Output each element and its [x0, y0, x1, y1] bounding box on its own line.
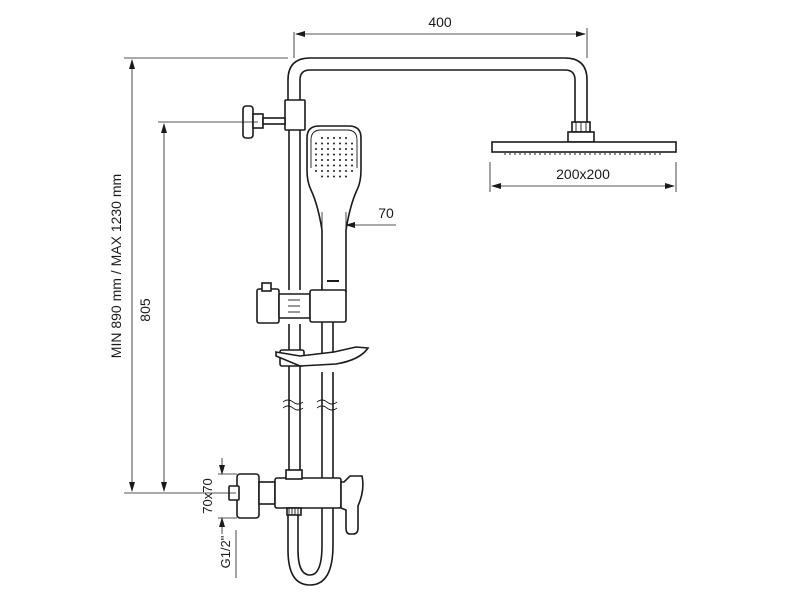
- spray-nozzle: [345, 137, 347, 139]
- spray-nozzle: [345, 153, 347, 156]
- spray-nozzle: [321, 137, 323, 139]
- arm-collar: [284, 99, 306, 131]
- shower-head: [491, 121, 677, 155]
- spray-nozzle: [339, 153, 341, 156]
- spray-nozzle: [315, 148, 317, 150]
- dim-total-height: MIN 890 mm / MAX 1230 mm: [108, 57, 288, 494]
- spray-nozzle: [333, 142, 335, 145]
- spray-nozzle: [333, 164, 335, 167]
- spray-nozzle: [321, 175, 323, 178]
- break-marks: [282, 399, 338, 411]
- dim-400-label: 400: [428, 14, 452, 30]
- spray-nozzle: [327, 137, 329, 139]
- spray-nozzle: [351, 148, 353, 150]
- spray-nozzle: [327, 153, 329, 156]
- spray-nozzle: [321, 153, 323, 156]
- dim-200x200-label: 200x200: [556, 166, 610, 182]
- shower-arm: [287, 57, 588, 122]
- spray-nozzle: [333, 175, 335, 178]
- spray-nozzle: [333, 159, 335, 161]
- dim-inlet-thread: G1/2": [218, 530, 237, 578]
- spray-nozzle: [315, 142, 317, 145]
- spray-nozzle: [339, 175, 341, 178]
- spray-nozzle: [351, 164, 353, 167]
- spray-nozzle: [315, 170, 317, 172]
- spray-nozzle: [315, 164, 317, 167]
- dim-70-label: 70: [378, 205, 394, 221]
- spray-nozzle: [333, 148, 335, 150]
- dim-70x70-label: 70x70: [200, 478, 215, 513]
- spray-nozzle: [327, 148, 329, 150]
- shower-hose: [287, 285, 334, 586]
- spray-nozzle: [345, 170, 347, 172]
- mixer-valve: [228, 469, 364, 535]
- spray-nozzle: [321, 159, 323, 161]
- dim-805-label: 805: [137, 298, 153, 322]
- hand-shower: [306, 125, 362, 293]
- spray-nozzle: [345, 175, 347, 178]
- spray-nozzle: [333, 170, 335, 172]
- spray-nozzle: [327, 170, 329, 172]
- spray-nozzle: [339, 159, 341, 161]
- spray-nozzle: [327, 142, 329, 145]
- spray-nozzle: [339, 164, 341, 167]
- spray-nozzle: [327, 164, 329, 167]
- spray-nozzle: [345, 159, 347, 161]
- spray-nozzles: [315, 137, 353, 178]
- spray-nozzle: [333, 153, 335, 156]
- dim-total-height-label: MIN 890 mm / MAX 1230 mm: [108, 174, 124, 358]
- soap-dish: [275, 346, 370, 367]
- dim-hand-shower-width: 70: [321, 205, 396, 232]
- dim-rail-height: 805: [137, 121, 258, 494]
- dim-wall-plate: 70x70: [200, 458, 237, 534]
- spray-nozzle: [351, 153, 353, 156]
- riser-pipe: [288, 130, 301, 470]
- spray-nozzle: [321, 142, 323, 145]
- spray-nozzle: [321, 148, 323, 150]
- spray-nozzle: [339, 137, 341, 139]
- dim-arm-width: 400: [293, 14, 588, 58]
- dim-g12-label: G1/2": [218, 535, 233, 568]
- spray-nozzle: [345, 148, 347, 150]
- spray-nozzle: [327, 175, 329, 178]
- spray-nozzle: [351, 142, 353, 145]
- spray-nozzle: [351, 159, 353, 161]
- spray-nozzle: [339, 170, 341, 172]
- spray-nozzle: [315, 159, 317, 161]
- spray-nozzle: [333, 137, 335, 139]
- spray-nozzle: [351, 170, 353, 172]
- spray-nozzle: [345, 142, 347, 145]
- spray-nozzle: [345, 164, 347, 167]
- spray-nozzle: [321, 170, 323, 172]
- spray-nozzle: [339, 148, 341, 150]
- dim-head-size: 200x200: [489, 162, 677, 192]
- spray-nozzle: [327, 159, 329, 161]
- slider-holder: [256, 282, 347, 324]
- spray-nozzle: [321, 164, 323, 167]
- spray-nozzle: [339, 142, 341, 145]
- spray-nozzle: [315, 153, 317, 156]
